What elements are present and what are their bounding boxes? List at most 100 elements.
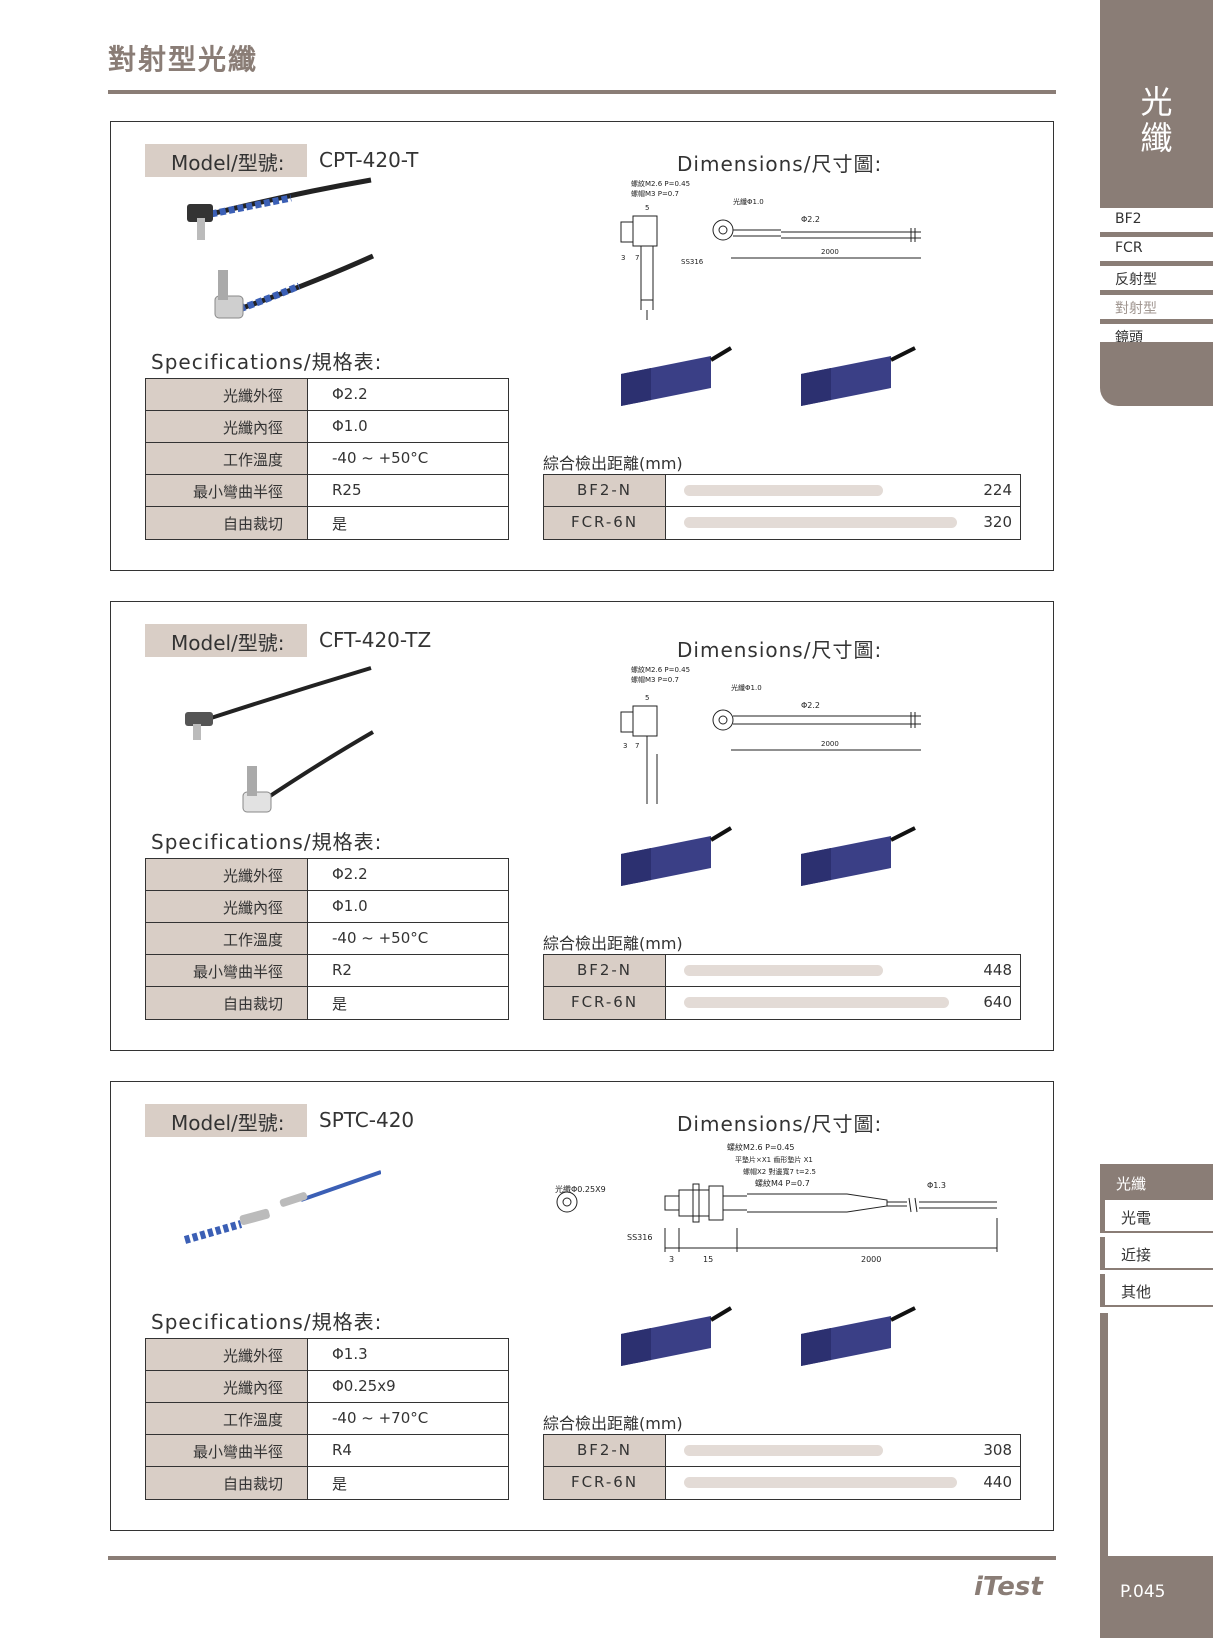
drawing-w1-label: 3	[669, 1255, 674, 1264]
amplifier-images	[621, 346, 916, 406]
range-row: FCR-6N 640	[544, 987, 1020, 1019]
side-nav-tail	[1100, 342, 1213, 406]
spec-label: 光纖內徑	[146, 891, 308, 922]
drawing-thread-label: 螺紋M2.6 P=0.45	[631, 665, 690, 674]
spec-label: 工作溫度	[146, 443, 308, 474]
spec-value: Φ1.3	[332, 1345, 368, 1363]
drawing-w3-label: 5	[645, 694, 649, 702]
dimension-drawing: 螺紋M2.6 P=0.45 平墊片×X1 齒形墊片 X1 螺帽X2 對邊寬7 t…	[555, 1142, 998, 1264]
drawing-nut-label: 螺帽M3 P=0.7	[631, 189, 679, 198]
spec-value: 是	[332, 995, 348, 1013]
drawing-thread-label: 螺紋M2.6 P=0.45	[727, 1142, 795, 1152]
range-bar	[684, 997, 949, 1008]
page-number: P.045	[1100, 1556, 1213, 1638]
spec-label: 光纖外徑	[146, 859, 308, 890]
product-photo	[183, 1170, 381, 1244]
side-tab-photoelectric[interactable]: 光電	[1100, 1200, 1213, 1233]
spec-value: -40 ~ +70°C	[332, 1409, 429, 1427]
drawing-lens-label: 光纖Φ1.0	[731, 683, 762, 692]
brand-logo: iTest	[974, 1572, 1043, 1602]
range-bar	[684, 517, 957, 528]
product-photo	[187, 177, 375, 319]
side-tab-proximity[interactable]: 近接	[1100, 1237, 1213, 1270]
range-value: 440	[983, 1473, 1012, 1491]
dimension-drawing: 螺紋M2.6 P=0.45 螺帽M3 P=0.7 光纖Φ1.0 Φ2.2 200…	[620, 665, 921, 804]
spec-label: 光纖外徑	[146, 379, 308, 410]
range-bar	[684, 965, 883, 976]
spec-value: Φ0.25x9	[332, 1377, 396, 1395]
spec-label: 自由裁切	[146, 1467, 308, 1499]
model-label: Model/型號:	[145, 144, 307, 177]
side-nav-item-fcr[interactable]: FCR	[1100, 237, 1213, 266]
dimensions-title: Dimensions/尺寸圖:	[677, 152, 883, 176]
side-nav-item-through-beam[interactable]: 對射型	[1100, 295, 1213, 324]
product-section-2: Model/型號: CFT-420-TZ Dimensions/尺寸圖: 螺紋M…	[110, 601, 1054, 1051]
dimensions-title: Dimensions/尺寸圖:	[677, 1112, 883, 1136]
spec-label: 最小彎曲半徑	[146, 1435, 308, 1466]
range-title: 綜合檢出距離(mm)	[543, 934, 683, 953]
model-value: CPT-420-T	[319, 148, 419, 172]
drawing-w1-label: 3	[621, 254, 625, 262]
spec-label: 光纖內徑	[146, 1371, 308, 1402]
range-title: 綜合檢出距離(mm)	[543, 454, 683, 473]
model-value: CFT-420-TZ	[319, 628, 432, 652]
drawing-material-label: SS316	[681, 258, 704, 266]
drawing-nut2-label: 螺紋M4 P=0.7	[755, 1178, 810, 1188]
amplifier-images	[621, 826, 916, 886]
spec-value: R2	[332, 961, 352, 979]
spec-value: R4	[332, 1441, 352, 1459]
range-label: BF2-N	[544, 955, 666, 986]
product-section-1: Model/型號: CPT-420-T Dimensions/尺寸圖: 螺紋M2…	[110, 121, 1054, 571]
drawing-material-label: SS316	[627, 1233, 652, 1242]
drawing-length-label: 2000	[821, 740, 839, 748]
spec-row: 工作溫度-40 ~ +50°C	[146, 923, 508, 955]
range-row: BF2-N 224	[544, 475, 1020, 507]
drawing-jacket-label: Φ2.2	[801, 701, 820, 710]
range-bar	[684, 1477, 957, 1488]
specifications-title: Specifications/規格表:	[151, 830, 383, 854]
spec-label: 自由裁切	[146, 507, 308, 539]
side-category-label: 光 纖	[1140, 83, 1173, 157]
side-tab-other[interactable]: 其他	[1100, 1274, 1213, 1307]
range-label: FCR-6N	[544, 987, 666, 1019]
side-tab-fiber[interactable]: 光纖	[1100, 1164, 1213, 1200]
side-nav-item-bf2[interactable]: BF2	[1100, 208, 1213, 237]
drawing-w2-label: 15	[703, 1255, 713, 1264]
spec-value: 是	[332, 515, 348, 533]
drawing-length-label: 2000	[861, 1255, 881, 1264]
drawing-lens-label: 光纖Φ0.25X9	[555, 1184, 606, 1194]
range-label: BF2-N	[544, 475, 666, 506]
spec-value: -40 ~ +50°C	[332, 449, 429, 467]
spec-label: 最小彎曲半徑	[146, 475, 308, 506]
range-label: BF2-N	[544, 1435, 666, 1466]
spec-label: 最小彎曲半徑	[146, 955, 308, 986]
spec-label: 光纖內徑	[146, 411, 308, 442]
side-nav: BF2 FCR 反射型 對射型 鏡頭	[1100, 208, 1213, 353]
product-photo	[185, 666, 374, 813]
side-nav-item-reflective[interactable]: 反射型	[1100, 266, 1213, 295]
drawing-w3-label: 5	[645, 204, 649, 212]
drawing-thread-label: 螺紋M2.6 P=0.45	[631, 180, 690, 188]
bottom-rule	[108, 1556, 1056, 1560]
spec-value: Φ1.0	[332, 417, 368, 435]
spec-row: 自由裁切 是	[146, 1467, 508, 1499]
spec-row: 最小彎曲半徑 R4	[146, 1435, 508, 1467]
specifications-title: Specifications/規格表:	[151, 1310, 383, 1334]
drawing-lens-label: 光纖Φ1.0	[733, 197, 764, 206]
spec-value: 是	[332, 1475, 348, 1493]
range-value: 224	[983, 481, 1012, 499]
specifications-title: Specifications/規格表:	[151, 350, 383, 374]
spec-value: -40 ~ +50°C	[332, 929, 429, 947]
spec-row: 光纖內徑 Φ1.0	[146, 411, 508, 443]
spec-row: 自由裁切是	[146, 987, 508, 1019]
range-value: 640	[983, 993, 1012, 1011]
